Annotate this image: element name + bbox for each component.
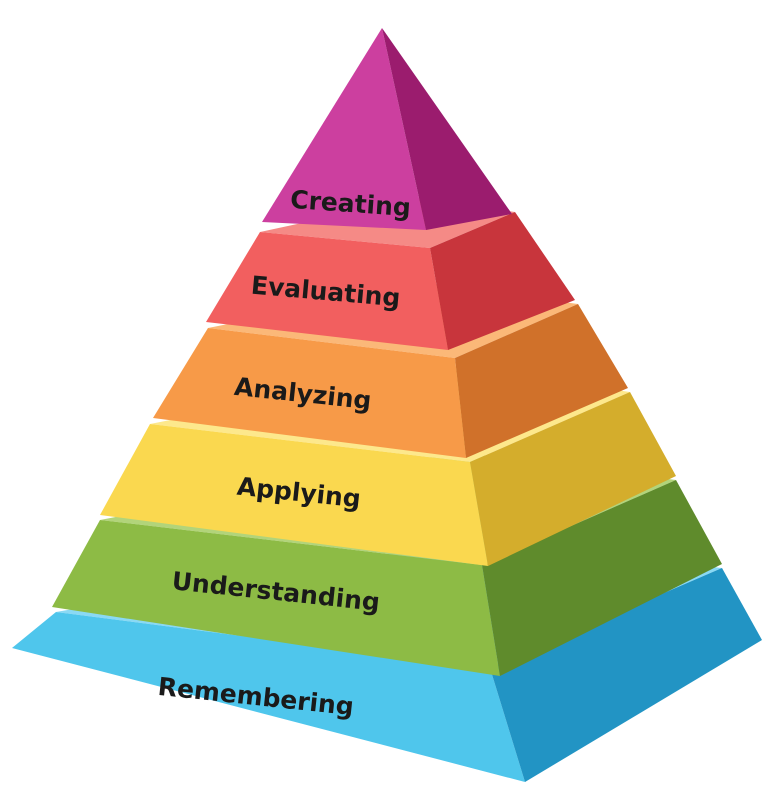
tier-analyzing: Analyzing [153,284,628,458]
tier-creating: Creating [262,28,512,230]
